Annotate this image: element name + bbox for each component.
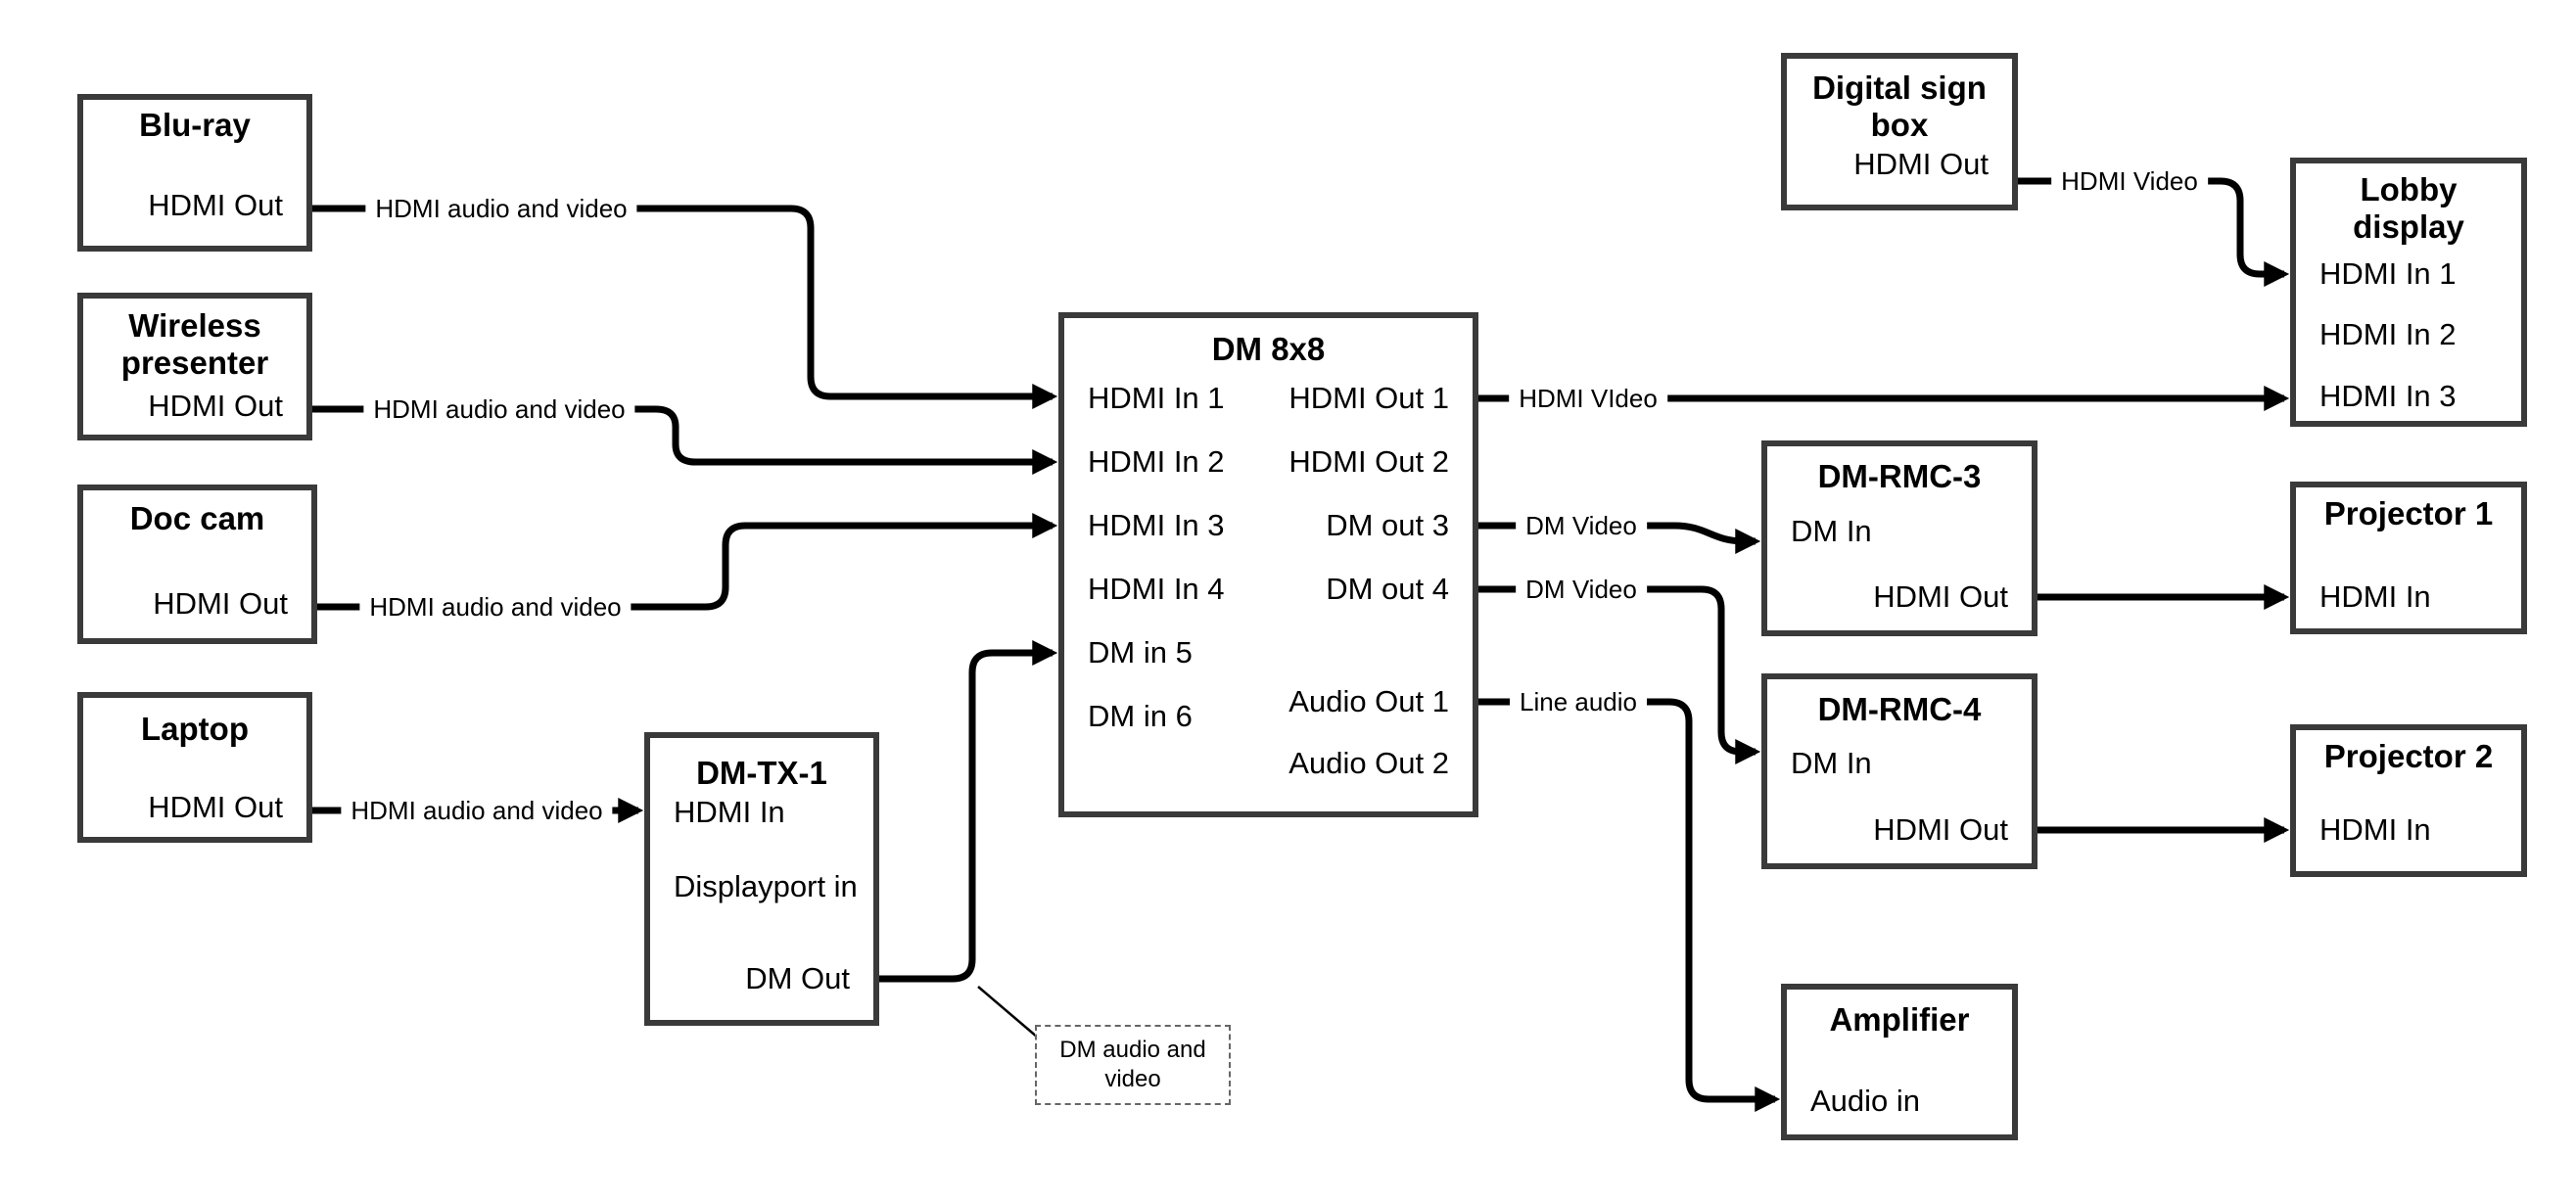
node-dm-8x8: DM 8x8 HDMI In 1 HDMI In 2 HDMI In 3 HDM… — [1058, 312, 1478, 817]
node-digital-sign-box: Digital sign box HDMI Out — [1781, 53, 2018, 210]
node-title: Wireless presenter — [120, 307, 269, 381]
port-hdmi-in: HDMI In — [2319, 812, 2431, 847]
node-projector-1: Projector 1 HDMI In — [2290, 482, 2527, 634]
port-hdmi-out: HDMI Out — [148, 188, 283, 222]
port-hdmi-out: HDMI Out — [1873, 812, 2008, 847]
node-wireless-presenter: Wireless presenter HDMI Out — [77, 293, 312, 440]
wire-bluray-to-dm8x8-hdmi-in-1 — [312, 205, 1058, 409]
wire-dm-out-4-to-rmc4-dm-in — [1478, 585, 1761, 764]
port-dm-out-3: DM out 3 — [1326, 508, 1449, 542]
port-hdmi-out: HDMI Out — [148, 790, 283, 824]
port-audio-out-2: Audio Out 2 — [1288, 746, 1449, 780]
node-dm-rmc-4: DM-RMC-4 DM In HDMI Out — [1761, 673, 2037, 869]
node-lobby-display: Lobby display HDMI In 1 HDMI In 2 HDMI I… — [2290, 158, 2527, 427]
node-title: Projector 1 — [2323, 495, 2494, 531]
port-hdmi-in-3: HDMI In 3 — [2319, 379, 2457, 413]
node-title: DM-RMC-4 — [1817, 691, 1982, 727]
node-title: Blu-ray — [139, 107, 251, 143]
wire-audio-out-1-to-amplifier — [1478, 698, 1781, 1112]
node-amplifier: Amplifier Audio in — [1781, 984, 2018, 1140]
port-dm-in-5: DM in 5 — [1088, 635, 1193, 670]
node-doc-cam: Doc cam HDMI Out — [77, 485, 317, 644]
note-callout-line — [977, 986, 1039, 1039]
wire-wireless-to-dm8x8-hdmi-in-2 — [312, 405, 1058, 475]
node-dm-rmc-3: DM-RMC-3 DM In HDMI Out — [1761, 440, 2037, 636]
wire-sign-box-to-lobby-hdmi-in-1 — [2018, 177, 2290, 287]
node-title: Laptop — [141, 711, 249, 747]
port-dm-out-4: DM out 4 — [1326, 572, 1449, 606]
port-dm-out: DM Out — [745, 961, 850, 995]
wire-label-hdmi-out-1: HDMI VIdeo — [1509, 383, 1667, 414]
port-hdmi-out: HDMI Out — [148, 389, 283, 423]
port-audio-in: Audio in — [1810, 1084, 1921, 1118]
wire-dmtx1-dm-out-to-dm8x8-dm-in-5 — [879, 640, 1058, 983]
wire-dm-out-3-to-rmc3-dm-in — [1478, 522, 1761, 554]
port-hdmi-in: HDMI In — [674, 795, 785, 829]
port-hdmi-in: HDMI In — [2319, 579, 2431, 614]
port-dm-in: DM In — [1791, 746, 1872, 780]
node-title: Digital sign box — [1812, 69, 1987, 143]
wire-label-wireless: HDMI audio and video — [363, 393, 635, 425]
node-bluray: Blu-ray HDMI Out — [77, 94, 312, 252]
wire-doc-cam-to-dm8x8-hdmi-in-3 — [317, 513, 1058, 611]
port-hdmi-in-2: HDMI In 2 — [1088, 444, 1225, 479]
wire-label-doc-cam: HDMI audio and video — [359, 591, 632, 623]
port-hdmi-in-1: HDMI In 1 — [2319, 256, 2457, 291]
node-title: Doc cam — [129, 500, 265, 536]
wire-label-audio-out-1: Line audio — [1510, 686, 1647, 717]
port-dm-in: DM In — [1791, 514, 1872, 548]
node-laptop: Laptop HDMI Out — [77, 692, 312, 843]
note-text: DM audio and video — [1059, 1037, 1206, 1092]
node-title: Amplifier — [1829, 1001, 1970, 1038]
port-hdmi-out: HDMI Out — [1873, 579, 2008, 614]
note-dm-audio-video: DM audio and video — [1035, 1025, 1231, 1105]
port-audio-out-1: Audio Out 1 — [1288, 684, 1449, 718]
node-dm-tx-1: DM-TX-1 HDMI In Displayport in DM Out — [644, 732, 879, 1026]
node-title: Projector 2 — [2323, 738, 2494, 774]
port-hdmi-out-2: HDMI Out 2 — [1288, 444, 1449, 479]
wire-label-dm-out-3: DM Video — [1516, 510, 1647, 541]
node-title: DM 8x8 — [1211, 331, 1326, 367]
node-projector-2: Projector 2 HDMI In — [2290, 724, 2527, 877]
wire-label-bluray: HDMI audio and video — [365, 193, 637, 224]
node-title: DM-RMC-3 — [1817, 458, 1982, 494]
port-hdmi-out: HDMI Out — [1853, 147, 1989, 181]
port-hdmi-in-3: HDMI In 3 — [1088, 508, 1225, 542]
wire-label-sign-box: HDMI Video — [2051, 165, 2208, 197]
wire-label-dm-out-4: DM Video — [1516, 574, 1647, 605]
port-hdmi-in-4: HDMI In 4 — [1088, 572, 1225, 606]
node-title: DM-TX-1 — [696, 755, 827, 791]
wire-label-laptop: HDMI audio and video — [341, 795, 613, 826]
port-dm-in-6: DM in 6 — [1088, 699, 1193, 733]
port-hdmi-out: HDMI Out — [153, 586, 288, 621]
port-hdmi-in-2: HDMI In 2 — [2319, 317, 2457, 351]
port-displayport-in: Displayport in — [674, 869, 858, 903]
port-hdmi-out-1: HDMI Out 1 — [1288, 381, 1449, 415]
port-hdmi-in-1: HDMI In 1 — [1088, 381, 1225, 415]
node-title: Lobby display — [2353, 171, 2464, 245]
